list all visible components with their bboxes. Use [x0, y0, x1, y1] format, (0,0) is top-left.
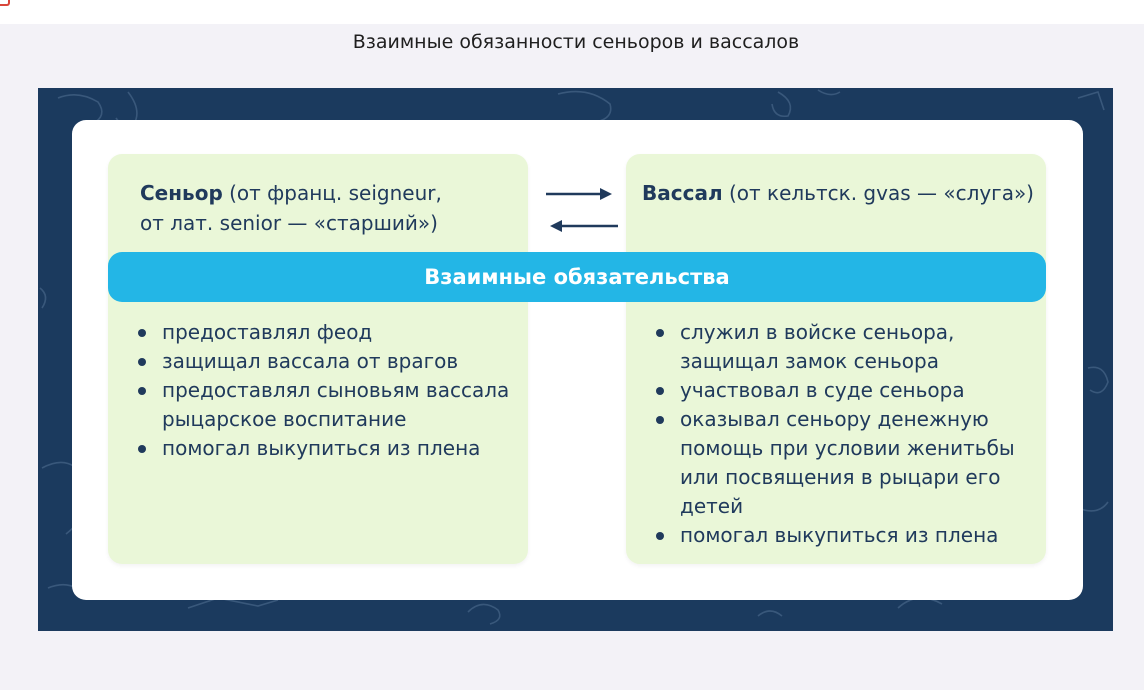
senior-box: Сеньор (от франц. seigneur, от лат. seni… [108, 154, 528, 564]
list-item: служил в войске сеньора, защищал замок с… [654, 318, 1034, 376]
list-item: предоставлял сыновьям вассала рыцарское … [136, 376, 516, 434]
list-item: помогал выкупиться из плена [654, 521, 1034, 550]
vassal-duties-list: служил в войске сеньора, защищал замок с… [654, 318, 1034, 550]
arrow-left-icon [550, 220, 618, 232]
page-title: Взаимные обязанности сеньоров и вассалов [352, 31, 800, 53]
mutual-obligations-banner: Взаимные обязательства [108, 252, 1046, 302]
background-doodles [39, 89, 1109, 625]
senior-definition-line2: от лат. senior — «старший») [140, 211, 438, 235]
top-bar [0, 0, 1144, 24]
list-item: предоставлял феод [136, 318, 516, 347]
list-item: защищал вассала от врагов [136, 347, 516, 376]
vassal-definition: (от кельтск. gvas — «слуга») [722, 181, 1034, 205]
diagram-panel: Сеньор (от франц. seigneur, от лат. seni… [38, 88, 1113, 631]
vassal-heading: Вассал (от кельтск. gvas — «слуга») [642, 178, 1042, 208]
senior-term: Сеньор [140, 181, 223, 205]
top-corner-mark [0, 0, 10, 6]
list-item: оказывал сеньору денежную помощь при усл… [654, 405, 1034, 521]
senior-heading: Сеньор (от франц. seigneur, от лат. seni… [140, 178, 510, 238]
diagram-card: Сеньор (от франц. seigneur, от лат. seni… [72, 120, 1083, 600]
vassal-term: Вассал [642, 181, 723, 205]
vassal-box: Вассал (от кельтск. gvas — «слуга») служ… [626, 154, 1046, 564]
list-item: помогал выкупиться из плена [136, 434, 516, 463]
senior-duties-list: предоставлял феод защищал вассала от вра… [136, 318, 516, 463]
arrow-right-icon [546, 188, 612, 200]
list-item: участвовал в суде сеньора [654, 376, 1034, 405]
relationship-arrows [546, 188, 618, 232]
senior-definition-line1: (от франц. seigneur, [222, 181, 442, 205]
